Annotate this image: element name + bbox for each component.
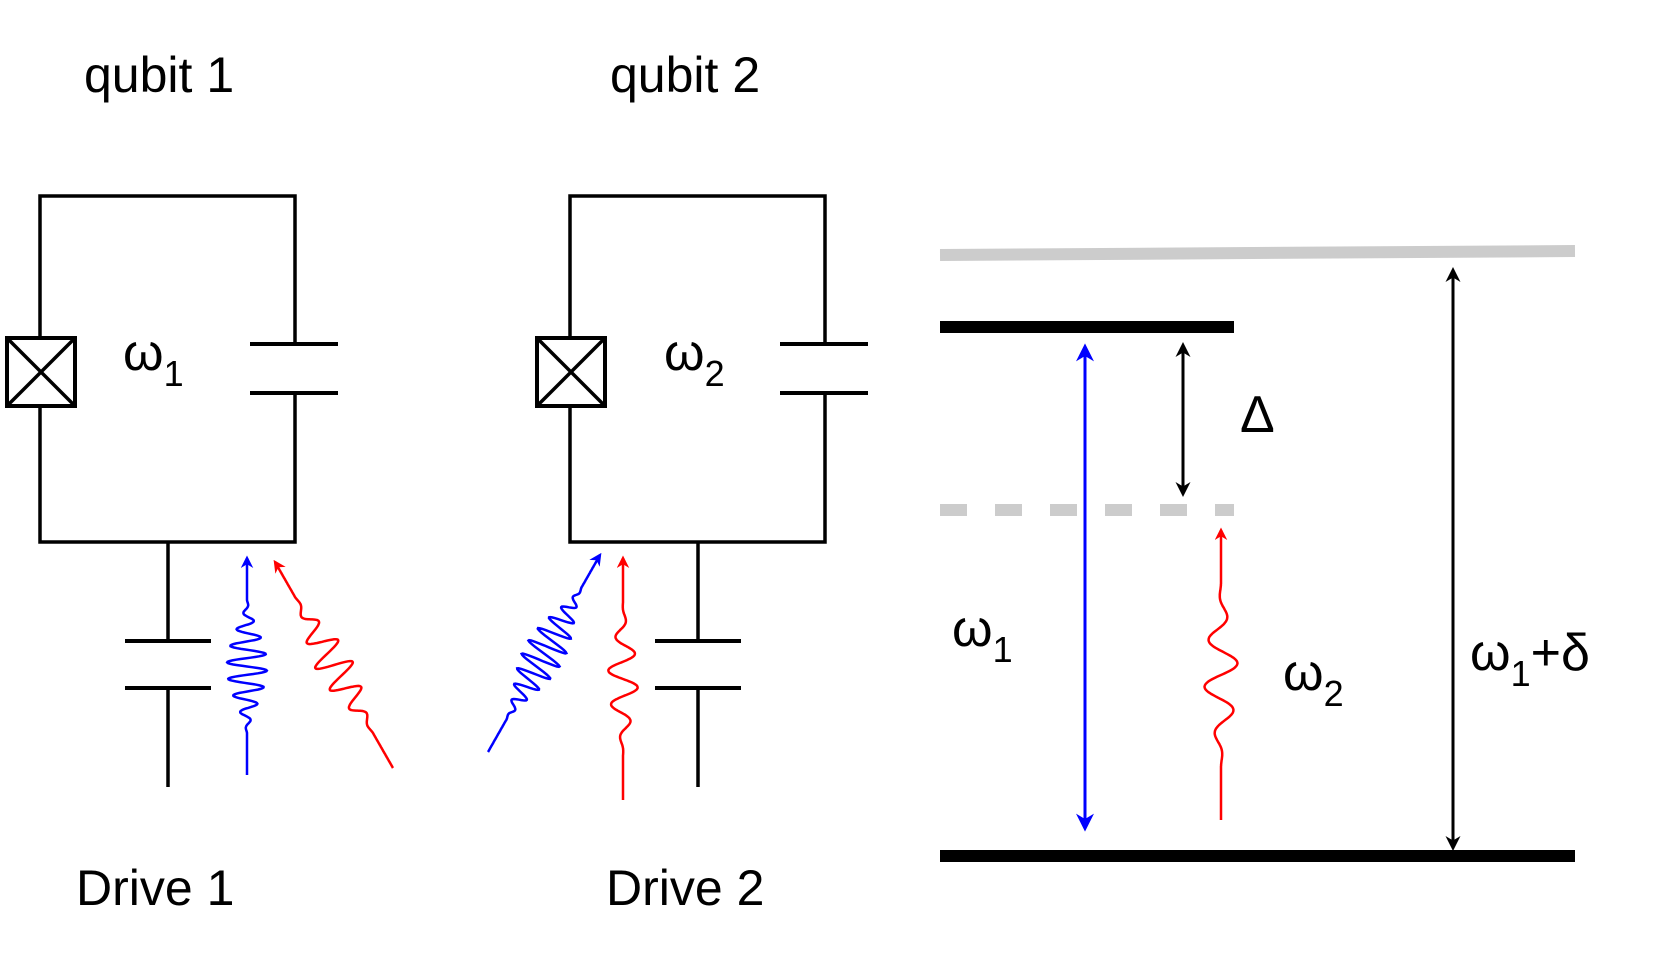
omega1-plus-delta-label: ω1+δ <box>1470 624 1590 694</box>
qubit1-frequency-label: ω1 <box>123 324 184 394</box>
energy-level-diagram: Δ ω1 ω2 ω1+δ <box>939 245 1590 862</box>
qubit1-capacitor-icon <box>250 342 338 395</box>
detuning-label: Δ <box>1240 386 1275 444</box>
josephson-junction-icon <box>5 336 77 408</box>
drive1-blue-wave-to-qubit2 <box>486 552 602 753</box>
drive1-label: Drive 1 <box>76 860 234 916</box>
omega2-label: ω2 <box>1283 644 1344 714</box>
qubit2-capacitor-icon <box>780 342 868 395</box>
drive1-coupling-capacitor-icon <box>125 542 211 787</box>
qubit2-frequency-label: ω2 <box>664 324 725 394</box>
upper-level-gray <box>939 245 1576 261</box>
qubit1-title: qubit 1 <box>84 47 234 103</box>
omega2-wave-arrow <box>1203 527 1239 820</box>
drive2-coupling-capacitor-icon <box>655 542 741 787</box>
qubit1-circuit: qubit 1 ω1 <box>5 47 338 787</box>
drive2-label: Drive 2 <box>606 860 764 916</box>
drive1-blue-wave <box>225 555 269 775</box>
drive2-red-wave <box>607 555 639 800</box>
josephson-junction-icon <box>535 336 607 408</box>
qubit2-circuit: qubit 2 ω2 <box>535 47 868 787</box>
drive2-red-wave-to-qubit1 <box>273 559 395 769</box>
omega1-label: ω1 <box>952 600 1013 670</box>
qubit2-title: qubit 2 <box>610 47 760 103</box>
